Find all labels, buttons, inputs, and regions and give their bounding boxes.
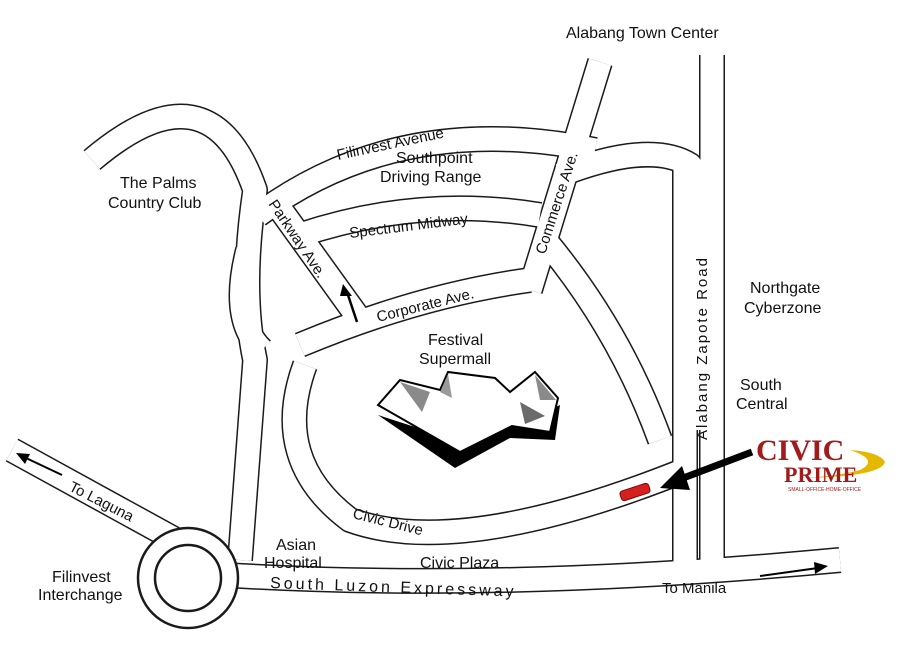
label-to-manila: To Manila (662, 580, 727, 597)
to-laguna-arrow (16, 453, 63, 476)
label-northgate-line1: Northgate (750, 280, 820, 297)
label-filinvest-interchange-line2: Interchange (38, 587, 123, 604)
label-palms-line1: The Palms (120, 175, 196, 192)
label-festival-line1: Festival (428, 332, 483, 349)
civic-prime-pointer-arrow (660, 448, 754, 490)
label-asian-hospital-line2: Hospital (264, 555, 322, 572)
label-south-central-line2: Central (736, 396, 788, 413)
civic-prime-logo: CIVIC PRIME SMALL-OFFICE-HOME-OFFICE (756, 434, 885, 493)
label-festival-line2: Supermall (419, 351, 491, 368)
label-palms-line2: Country Club (108, 195, 201, 212)
label-alabang-town-center: Alabang Town Center (566, 25, 719, 42)
road-network-fill (6, 55, 842, 593)
label-south-central-line1: South (740, 377, 782, 394)
logo-tagline: SMALL-OFFICE-HOME-OFFICE (788, 487, 862, 493)
logo-swoosh (790, 450, 885, 478)
label-northgate-line2: Cyberzone (744, 300, 821, 317)
roundabout (136, 526, 240, 630)
label-southpoint-line1: Southpoint (396, 150, 473, 167)
civic-prime-location-marker[interactable] (619, 482, 651, 502)
label-alabang-zapote-road: Alabang Zapote Road (694, 256, 711, 440)
label-civic-plaza: Civic Plaza (420, 555, 499, 572)
logo-line1: CIVIC (756, 434, 844, 467)
label-asian-hospital-line1: Asian (276, 537, 316, 554)
logo-line2: PRIME (784, 462, 857, 487)
parkway-direction-arrow (340, 284, 359, 323)
to-manila-arrow (759, 562, 828, 577)
festival-supermall-building (376, 370, 560, 468)
label-southpoint-line2: Driving Range (380, 169, 481, 186)
label-filinvest-interchange-line1: Filinvest (52, 569, 111, 586)
